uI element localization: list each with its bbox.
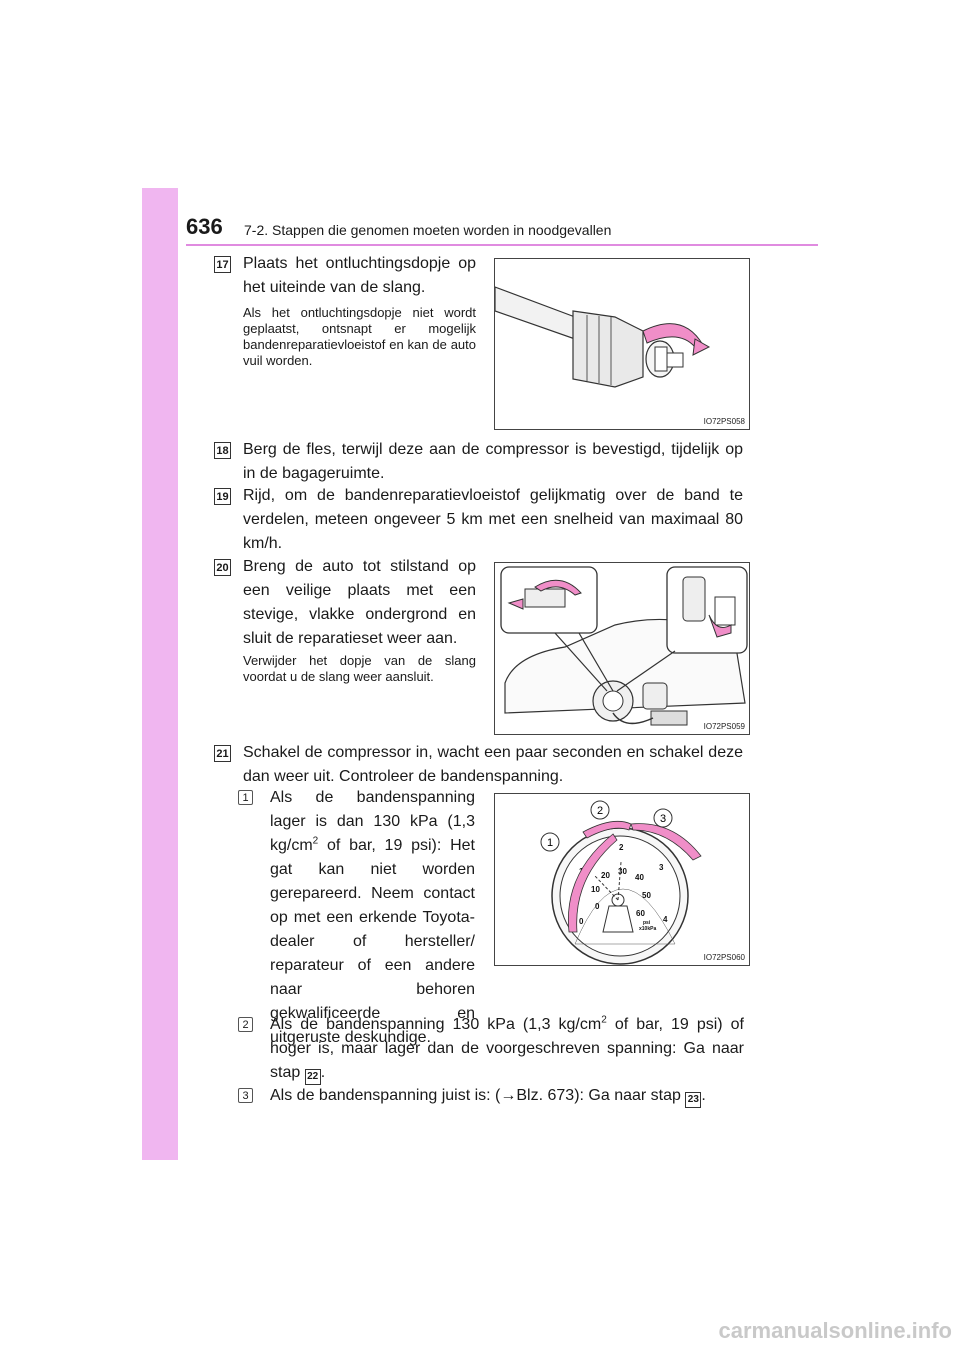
- callout-1: 1: [547, 837, 553, 849]
- arrow-icon: →: [500, 1087, 517, 1104]
- step-number-21: 21: [214, 745, 231, 762]
- figure-car-repair-kit: IO72PS059: [494, 562, 750, 735]
- step-18-text: Berg de fles, terwijl deze aan de compre…: [243, 441, 743, 482]
- sub-item-2-text: Als de bandenspanning 130 kPa (1,3 kg/cm…: [270, 1013, 744, 1085]
- step-20-note: Verwijder het dopje van de slang voordat…: [243, 653, 476, 684]
- car-repair-kit-illustration: [500, 566, 748, 726]
- hose-cap-illustration: [495, 286, 711, 388]
- page-number: 636: [186, 214, 223, 239]
- step-17-note: Als het ontluchtingsdopje niet wordt gep…: [243, 305, 476, 368]
- gauge-kpa-60: 60: [636, 909, 645, 918]
- pressure-gauge-illustration: 0 10 20 30 40 50 60 0 1 2 3 4 psi x10kPa…: [540, 800, 702, 965]
- figure-code: IO72PS060: [703, 953, 745, 962]
- figure-code: IO72PS059: [703, 722, 745, 731]
- step-ref-22[interactable]: 22: [304, 1069, 321, 1085]
- step-number-18: 18: [214, 442, 231, 459]
- step-20-text: Breng de auto tot stilstand op een veili…: [243, 558, 476, 647]
- sub-item-number-3: 3: [238, 1088, 253, 1103]
- gauge-kpa-0: 0: [579, 917, 584, 926]
- gauge-bar-3: 3: [659, 863, 664, 872]
- watermark: carmanualsonline.info: [718, 1318, 953, 1343]
- callout-2: 2: [597, 805, 603, 817]
- gauge-kpa-10: 10: [591, 885, 600, 894]
- section-title: 7-2. Stappen die genomen moeten worden i…: [244, 222, 612, 238]
- sub-item-3-text: Als de bandenspanning juist is: (→Blz. 6…: [270, 1084, 744, 1108]
- sub-item-number-2: 2: [238, 1017, 253, 1032]
- sub-item-1-text: Als de bandenspanning lager is dan 130 k…: [270, 789, 475, 1046]
- chapter-sidebar-tab: [142, 188, 178, 1160]
- step-17-text: Plaats het ontluchtingsdopje op het uite…: [243, 255, 476, 296]
- gauge-bar-4: 4: [663, 915, 668, 924]
- gauge-bar-0: 0: [595, 902, 600, 911]
- gauge-unit-kpa: x10kPa: [639, 926, 656, 932]
- figure-hose-cap: IO72PS058: [494, 258, 750, 430]
- callout-3: 3: [660, 813, 666, 825]
- gauge-unit-psi: psi: [643, 920, 651, 926]
- step-19-text: Rijd, om de bandenreparatievloeistof gel…: [243, 487, 743, 552]
- sub-item-number-1: 1: [238, 790, 253, 805]
- step-number-19: 19: [214, 488, 231, 505]
- step-ref-23[interactable]: 23: [685, 1092, 702, 1108]
- figure-pressure-gauge: 0 10 20 30 40 50 60 0 1 2 3 4 psi x10kPa…: [494, 793, 750, 966]
- gauge-kpa-40: 40: [635, 873, 644, 882]
- header-divider: [186, 244, 818, 246]
- gauge-kpa-20: 20: [601, 871, 610, 880]
- figure-code: IO72PS058: [703, 417, 745, 426]
- step-number-20: 20: [214, 559, 231, 576]
- gauge-kpa-50: 50: [642, 891, 651, 900]
- step-21-text: Schakel de compressor in, wacht een paar…: [243, 744, 743, 785]
- gauge-bar-2: 2: [619, 843, 624, 852]
- step-number-17: 17: [214, 256, 231, 273]
- gauge-kpa-30: 30: [618, 867, 627, 876]
